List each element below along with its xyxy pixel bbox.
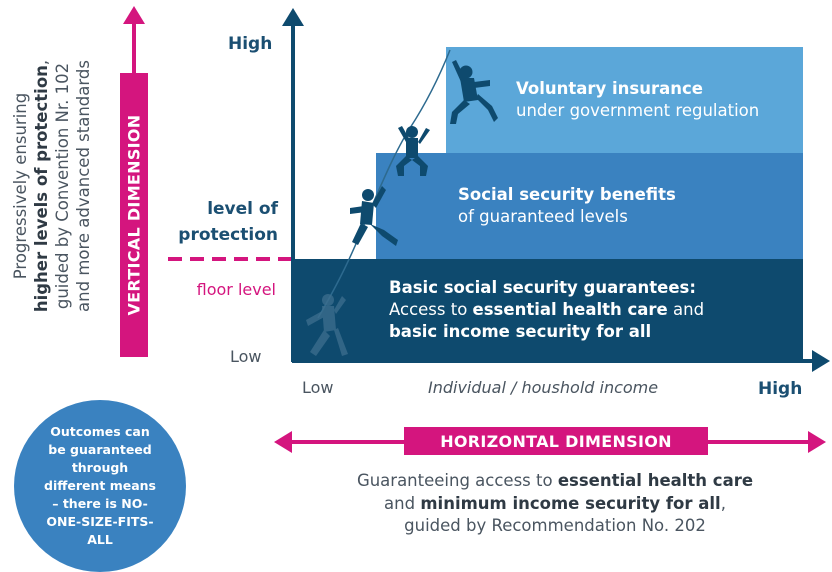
- basic-guarantees-text: Basic social security guarantees: Access…: [389, 278, 705, 341]
- y-axis-title: level of protection: [178, 199, 278, 245]
- y-axis-low: Low: [230, 347, 262, 366]
- x-axis-arrow: [812, 350, 830, 372]
- basic-guarantees-band: [292, 259, 803, 363]
- voluntary-insurance-text: Voluntary insurance under government reg…: [516, 79, 760, 120]
- climber-4: [450, 60, 498, 124]
- voluntary-insurance-band: [446, 47, 803, 153]
- y-axis-high: High: [228, 34, 273, 54]
- climber-3: [396, 126, 430, 176]
- horizontal-dimension-description: Guaranteeing access to essential health …: [356, 471, 754, 535]
- social-security-text: Social security benefits of guaranteed l…: [458, 185, 676, 226]
- x-axis-title: Individual / houshold income: [428, 378, 659, 397]
- social-security-band: [376, 153, 803, 259]
- floor-level-label: floor level: [196, 280, 276, 299]
- vertical-dimension-bar: [120, 73, 148, 357]
- axes-graphic: [168, 8, 830, 372]
- climber-2: [350, 186, 398, 246]
- outcomes-text: Outcomes can be guaranteed through diffe…: [44, 424, 156, 547]
- horizontal-dimension-label: HORIZONTAL DIMENSION: [404, 427, 708, 455]
- vertical-dimension-arrow: [123, 6, 145, 74]
- y-axis-arrow: [282, 8, 304, 26]
- x-axis-low: Low: [302, 378, 334, 397]
- outcomes-circle: Outcomes can be guaranteed through diffe…: [14, 400, 186, 572]
- climber-1: [306, 294, 348, 356]
- climbing-rope: [317, 49, 451, 319]
- x-axis-high: High: [758, 379, 803, 399]
